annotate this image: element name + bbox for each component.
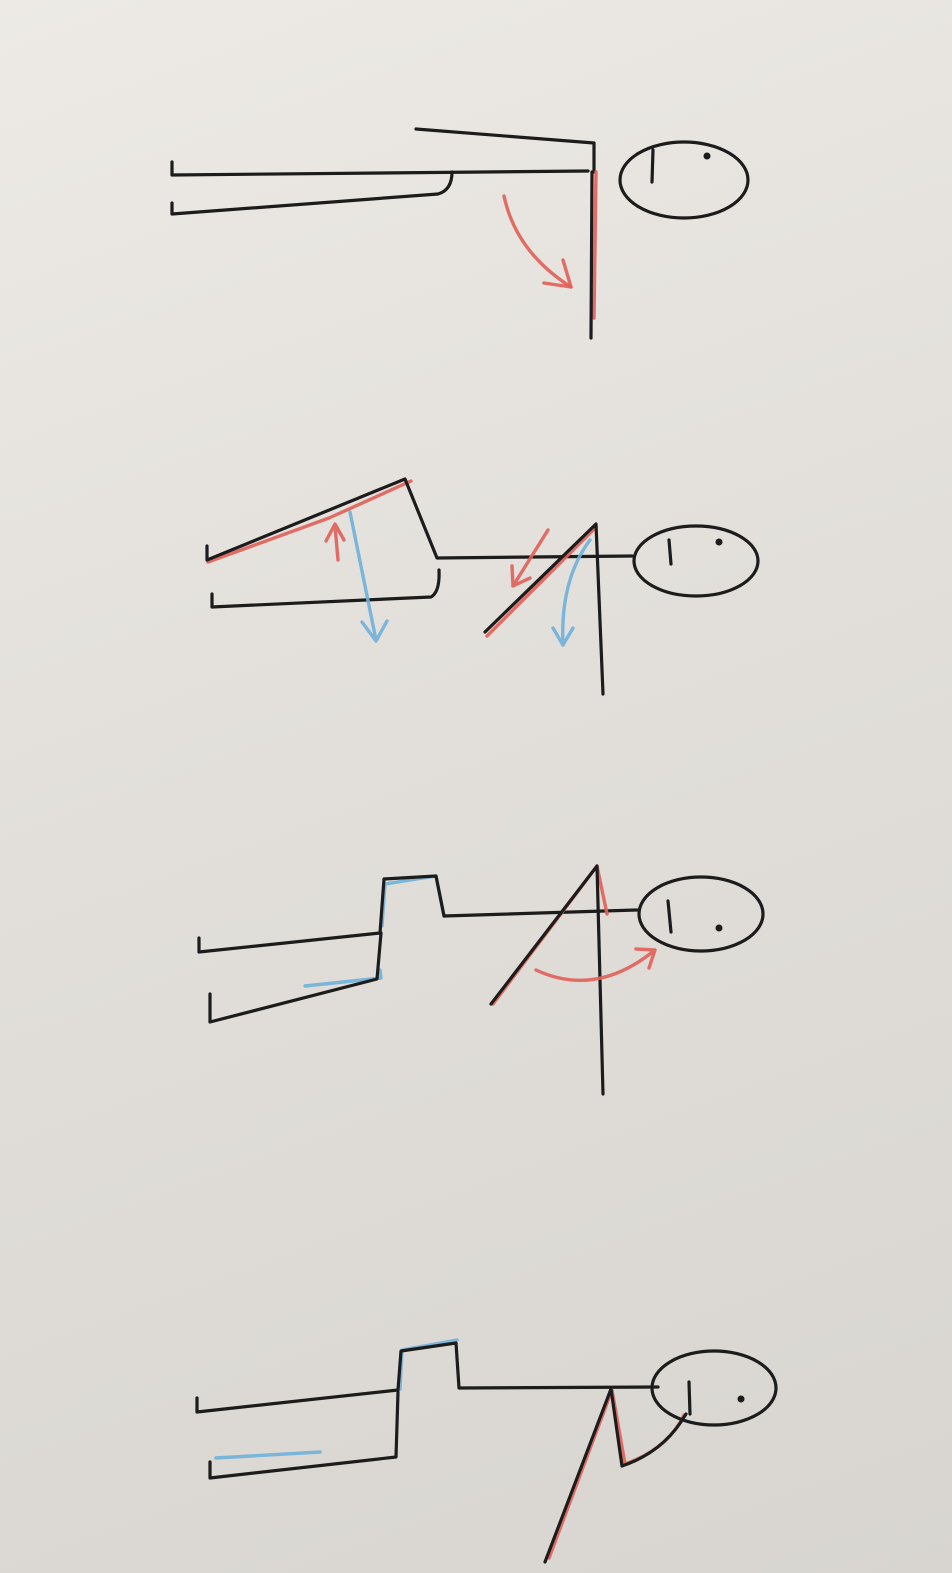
figure-4-eye: [738, 1396, 745, 1403]
figure-1-back: [416, 129, 594, 172]
figure-3-lower-leg: [210, 933, 381, 1022]
figure-4-arm-highlight: [549, 1390, 684, 1558]
figure-1-ear: [652, 150, 653, 182]
figure-3-upper-leg: [199, 876, 637, 952]
figure-1-motion-arrow: [504, 196, 571, 287]
figure-2-ear: [669, 540, 671, 564]
figure-4-ear: [689, 1382, 690, 1414]
figure-3-ear: [668, 901, 671, 932]
figure-4-tucked-arm: [545, 1389, 686, 1562]
figure-3-knee-highlight: [305, 876, 444, 986]
figure-1-arm: [591, 172, 592, 338]
figure-3-head: [639, 877, 763, 951]
figure-arm-tucked: [197, 1340, 776, 1562]
figure-standing-arm-swing: [172, 129, 748, 338]
figure-4-upper-leg: [197, 1343, 658, 1412]
figure-1-arm-highlight: [594, 172, 596, 318]
figure-2-head: [634, 526, 758, 596]
figure-2-leg-arrow-up: [326, 524, 344, 560]
figure-4-lower-leg: [210, 1392, 398, 1478]
figure-4-head: [652, 1351, 776, 1425]
figure-4-knee-highlight: [216, 1340, 457, 1458]
figure-1-head: [620, 142, 748, 218]
figure-2-leg-highlight: [208, 481, 411, 562]
figure-1-lower-leg: [172, 172, 452, 214]
figure-3-rotation-arrow: [536, 949, 655, 980]
figure-1-eye: [704, 153, 711, 160]
figure-bent-arm-push: [207, 479, 758, 694]
figure-arm-rotation: [199, 866, 763, 1094]
figure-3-eye: [716, 925, 723, 932]
figure-1-upper-leg: [172, 162, 588, 175]
figure-2-upper-leg: [207, 479, 632, 560]
figure-2-lower-leg: [212, 570, 439, 607]
figure-2-eye: [716, 539, 723, 546]
figure-3-arm-highlight: [493, 866, 607, 1004]
figure-2-leg-arrow-down: [350, 512, 387, 641]
